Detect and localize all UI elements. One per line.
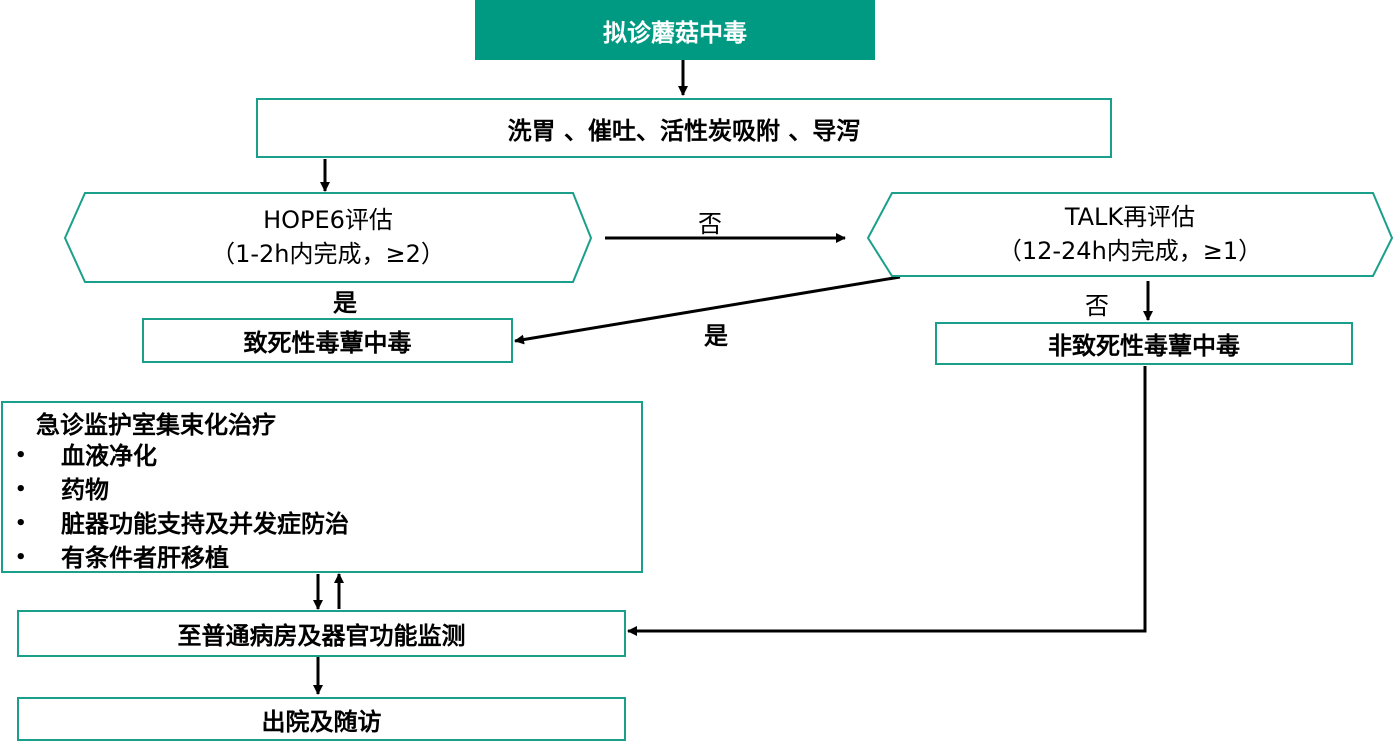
decontamination-label: 洗胃 、催吐、活性炭吸附 、导泻 (507, 116, 861, 145)
nonfatal-label: 非致死性毒蕈中毒 (1048, 332, 1240, 360)
treatment-item: 脏器功能支持及并发症防治 (61, 510, 349, 538)
suspect-label: 拟诊蘑菇中毒 (603, 18, 747, 47)
talk-hexagon (866, 192, 1394, 277)
icu-bundle-treatment-box: 急诊监护室集束化治疗 • 血液净化 • 药物 • 脏器功能支持及并发症防治 • … (1, 401, 643, 573)
icu-title: 急诊监护室集束化治疗 (36, 411, 276, 439)
hope6-title: HOPE6评估 (263, 206, 393, 234)
bullet-icon: • (15, 445, 27, 466)
edge-label-no-hope6: 否 (698, 210, 722, 238)
treatment-item: 药物 (61, 476, 109, 504)
edge-label-yes-hope6: 是 (333, 289, 357, 317)
hope6-hexagon (63, 192, 593, 283)
ward-label: 至普通病房及器官功能监测 (177, 622, 466, 650)
fatal-label: 致死性毒蕈中毒 (243, 329, 412, 357)
edge-label-no-talk: 否 (1085, 292, 1109, 320)
talk-criteria: （12-24h内完成，≥1） (997, 237, 1263, 265)
arrow-nonfatal-to-ward (627, 366, 1147, 636)
discharge-label: 出院及随访 (261, 707, 382, 736)
nonfatal-poisoning-box: 非致死性毒蕈中毒 (935, 322, 1353, 365)
treatment-item: 有条件者肝移植 (61, 544, 229, 572)
hope6-assessment: HOPE6评估 （1-2h内完成，≥2） (65, 197, 591, 277)
talk-reassessment: TALK再评估 （12-24h内完成，≥1） (868, 195, 1392, 273)
fatal-poisoning-box: 致死性毒蕈中毒 (142, 318, 513, 363)
bullet-icon: • (15, 547, 27, 568)
bullet-icon: • (15, 479, 27, 500)
talk-title: TALK再评估 (1064, 203, 1196, 231)
general-ward-box: 至普通病房及器官功能监测 (17, 610, 626, 657)
arrow-talk-to-fatal (514, 275, 901, 345)
hope6-criteria: （1-2h内完成，≥2） (211, 240, 445, 268)
edge-label-yes-talk: 是 (704, 322, 728, 350)
discharge-box: 出院及随访 (17, 697, 626, 741)
bullet-icon: • (15, 513, 27, 534)
treatment-item: 血液净化 (61, 442, 157, 470)
decontamination-box: 洗胃 、催吐、活性炭吸附 、导泻 (256, 98, 1112, 158)
suspect-mushroom-poisoning-box: 拟诊蘑菇中毒 (475, 0, 875, 60)
